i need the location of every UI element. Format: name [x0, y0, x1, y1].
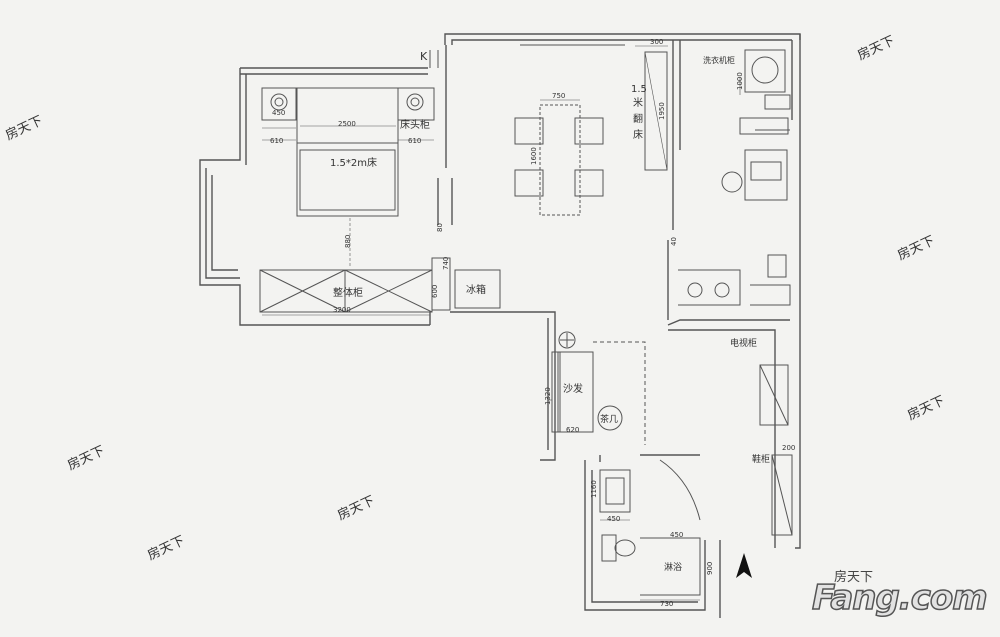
labels: 床头柜 1.5*2m床 整体柜 冰箱 1.5 米 翻 床 洗衣机柜 电视柜 沙发…	[330, 50, 770, 573]
dim-label: 610	[408, 137, 421, 145]
watermark-text: 房天下	[3, 113, 45, 144]
folding-bed-label: 翻	[633, 113, 643, 125]
dim-label: 80	[436, 223, 444, 232]
dim-label: 2500	[338, 120, 356, 128]
shower-area	[640, 537, 701, 596]
burner-icon	[687, 282, 703, 298]
dim-label: 620	[566, 426, 579, 434]
brand-en-text: Fang.com	[811, 577, 988, 619]
dim-label: 730	[660, 600, 673, 608]
dim-label: 750	[552, 92, 565, 100]
walls	[199, 33, 801, 618]
burner-icon	[714, 282, 730, 298]
dining-chair	[574, 169, 604, 197]
dim-label: 610	[270, 137, 283, 145]
kitchen	[678, 49, 791, 306]
washer-drum-icon	[751, 56, 779, 84]
bathroom	[599, 459, 701, 601]
dim-label: 900	[706, 562, 714, 575]
fridge	[454, 269, 501, 309]
watermark-layer: 房天下 房天下 房天下 房天下 房天下 房天下 房天下	[3, 33, 947, 564]
dim-label: 300	[650, 38, 663, 46]
bed-label: 1.5*2m床	[330, 156, 377, 169]
watermark-text: 房天下	[895, 233, 937, 264]
lamp-icon	[406, 93, 424, 111]
faucet-icon	[721, 171, 743, 193]
living	[548, 331, 793, 536]
dimensions: 450 610 610 2500 880 3200 600 740 80 750…	[270, 38, 795, 608]
dim-label: 1950	[658, 102, 666, 120]
bedroom	[259, 87, 501, 316]
lamp-icon	[410, 97, 420, 107]
dim-label: 3200	[333, 306, 351, 314]
dim-label: 740	[442, 257, 450, 270]
toilet-bowl-icon	[614, 539, 636, 557]
dim-label: 1320	[544, 387, 552, 405]
bed	[296, 87, 399, 217]
watermark-text: 房天下	[145, 533, 187, 564]
watermark-text: 房天下	[335, 493, 377, 524]
dining-table	[539, 104, 581, 216]
watermark-text: 房天下	[905, 393, 947, 424]
doors	[429, 50, 451, 311]
dining-chair	[574, 117, 604, 145]
dim-label: 200	[782, 444, 795, 452]
floor-lamp-icon	[558, 331, 576, 349]
dining-chair	[514, 117, 544, 145]
wardrobe-label: 整体柜	[333, 286, 363, 299]
folding-bed-label: 床	[633, 128, 643, 141]
stove	[678, 269, 741, 306]
door-swing	[659, 459, 701, 521]
folding-bed-label: 1.5	[631, 84, 647, 95]
dining	[514, 39, 668, 216]
watermark-text: 房天下	[65, 443, 107, 474]
dim-label: 40	[670, 237, 678, 246]
bedside-cabinet-label: 床头柜	[400, 118, 430, 131]
toilet	[601, 534, 617, 562]
entry-mark-label: K	[420, 50, 428, 63]
shower-label: 淋浴	[664, 561, 682, 573]
nightstand-right	[397, 87, 435, 121]
brand-cn-text: 房天下	[834, 570, 874, 585]
brand-logo: 房天下 Fang.com	[811, 566, 992, 626]
tea-table	[597, 405, 623, 431]
sink	[744, 149, 788, 201]
shoe-cabinet-label: 鞋柜	[752, 453, 770, 465]
sofa-label: 沙发	[563, 382, 583, 395]
bed-blanket	[299, 149, 396, 211]
shoe-cabinet	[771, 454, 793, 536]
lamp-icon	[270, 93, 288, 111]
fridge-label: 冰箱	[466, 283, 486, 296]
basin	[599, 469, 631, 513]
dim-label: 1600	[530, 147, 538, 165]
nightstand-left	[261, 87, 297, 121]
folding-bed-label: 米	[633, 96, 643, 109]
washer-cabinet-label: 洗衣机柜	[703, 55, 735, 65]
dim-label: 1160	[590, 480, 598, 498]
tea-table-label: 茶几	[600, 413, 618, 425]
north-arrow-icon	[736, 553, 752, 578]
folding-bed	[644, 51, 668, 171]
dim-label: 600	[431, 285, 439, 298]
tv-cabinet	[759, 364, 789, 426]
dim-label: 450	[607, 515, 620, 523]
washer	[744, 49, 786, 93]
lamp-icon	[274, 97, 284, 107]
dim-label: 1000	[736, 72, 744, 90]
dim-label: 450	[670, 531, 683, 539]
dining-chair	[514, 169, 544, 197]
sofa	[557, 351, 594, 433]
dim-label: 880	[344, 235, 352, 248]
dim-label: 450	[272, 109, 285, 117]
tv-cabinet-label: 电视柜	[730, 337, 757, 349]
watermark-text: 房天下	[855, 33, 897, 64]
